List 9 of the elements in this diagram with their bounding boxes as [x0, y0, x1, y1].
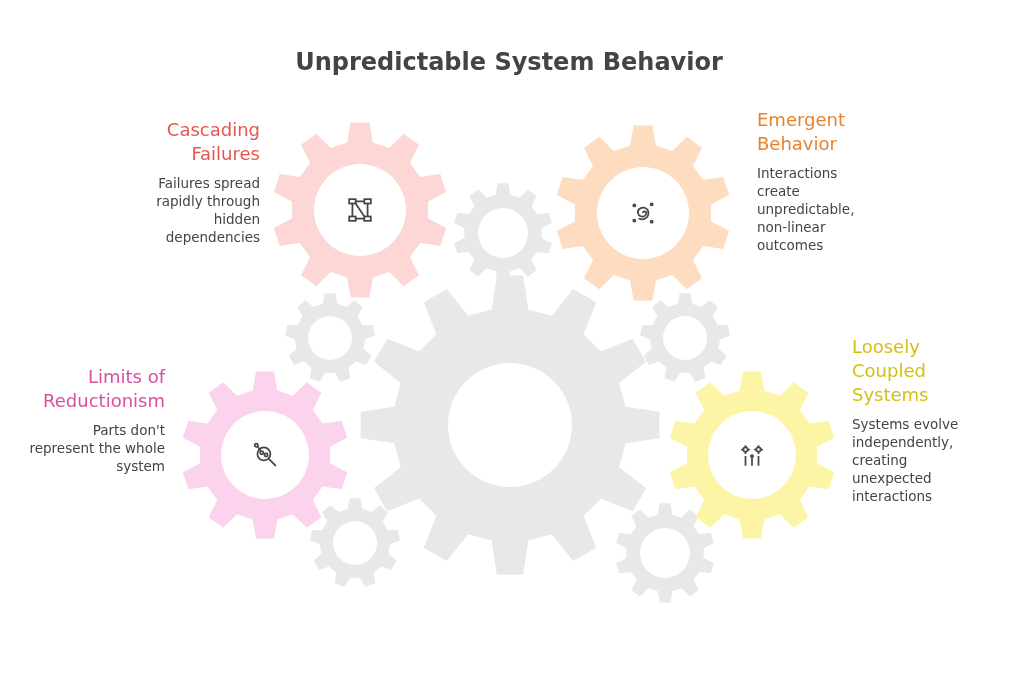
gear-description: Failures spread rapidly through hidden dependencies — [155, 174, 260, 246]
title: Unpredictable System Behavior — [294, 48, 724, 76]
gear-heading: Limits of Reductionism — [42, 365, 165, 413]
gear-description: Parts don't represent the whole system — [28, 421, 165, 475]
gear-heading: Loosely Coupled Systems — [852, 335, 930, 407]
gear-heading: Emergent Behavior — [757, 108, 847, 156]
gear-heading: Cascading Failures — [165, 118, 260, 166]
gear-description: Systems evolve independently, creating unexpected interactions — [852, 415, 960, 505]
gear-description: Interactions create unpredictable, non-linear outcomes — [757, 164, 856, 254]
